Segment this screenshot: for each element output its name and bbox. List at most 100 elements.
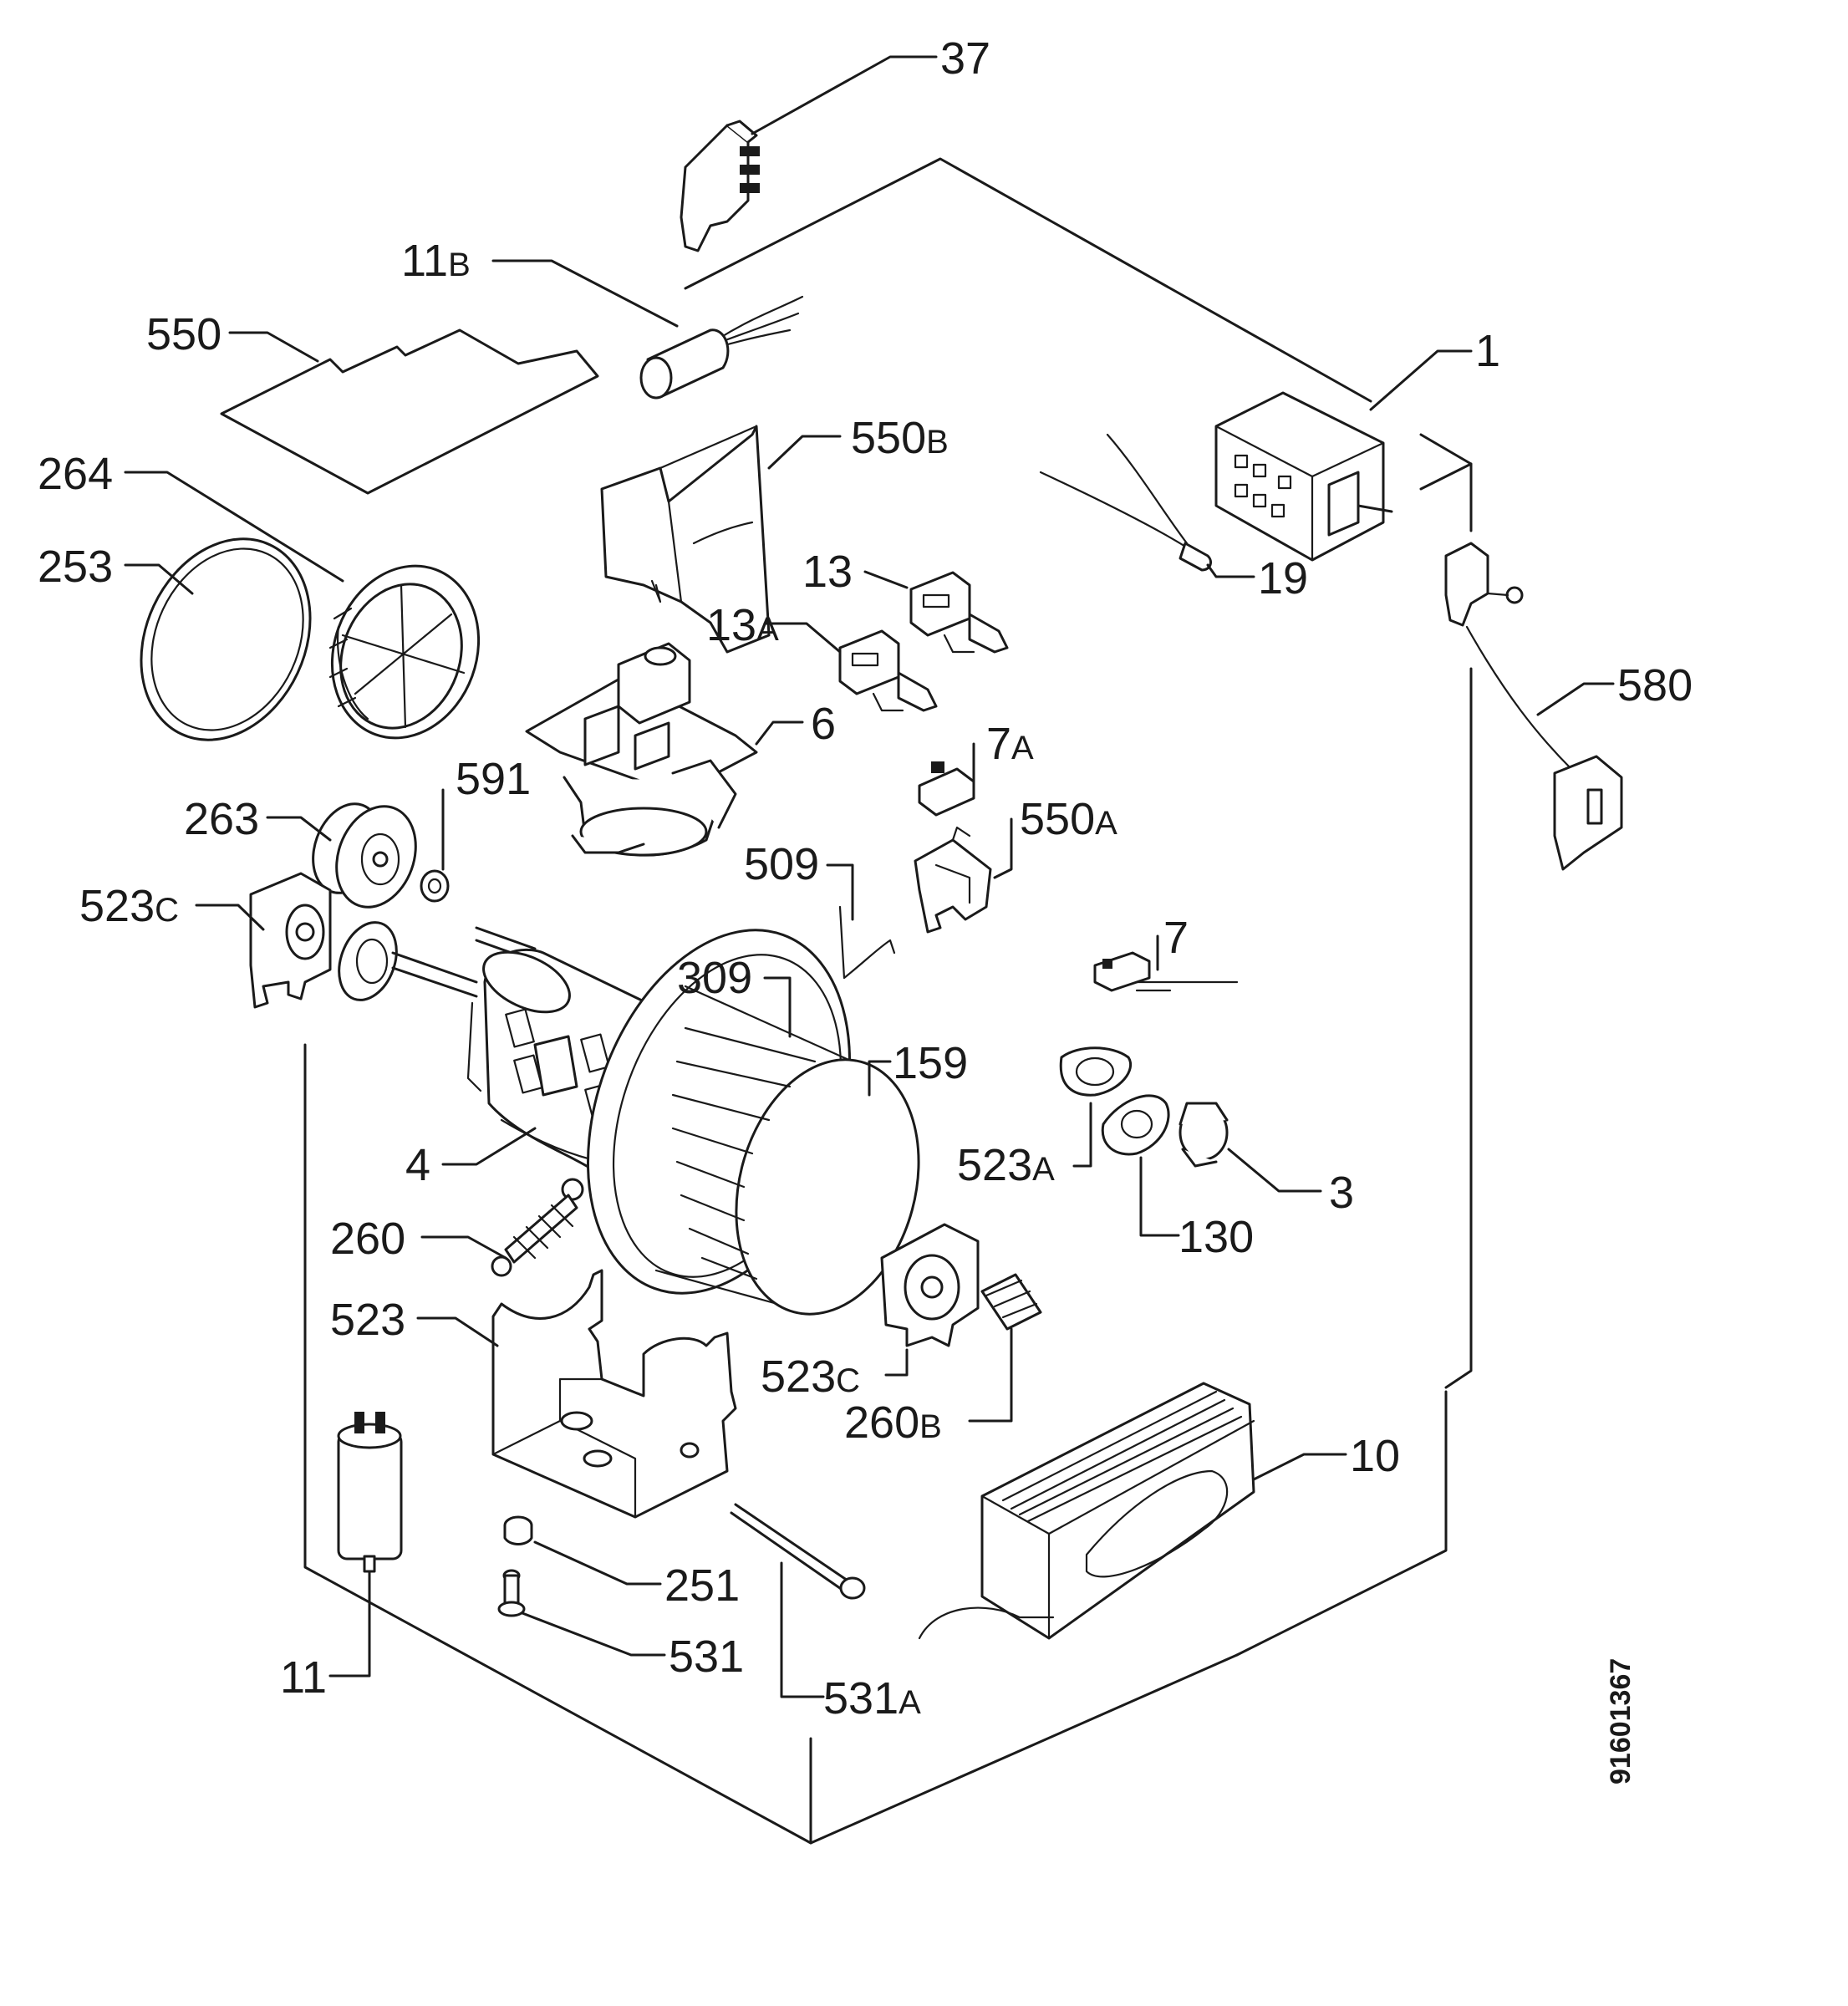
leader-251: [533, 1540, 662, 1586]
part-251-nut: [503, 1515, 533, 1545]
part-550-cover: [220, 328, 599, 495]
callout-309: 309: [677, 953, 752, 1003]
leader-550: [228, 331, 319, 363]
callout-4: 4: [405, 1140, 430, 1190]
part-264-fan-wheel: [328, 564, 481, 740]
part-159-drum: [654, 985, 920, 1316]
part-10-heater: [918, 1382, 1255, 1640]
leader-lines: [124, 55, 1615, 1698]
leader-13a: [763, 622, 842, 654]
callout-159: 159: [893, 1038, 968, 1088]
part-550a-holder: [914, 826, 992, 934]
callout-264: 264: [38, 449, 113, 499]
callout-130: 130: [1179, 1212, 1254, 1262]
part-591-washer: [420, 869, 450, 903]
callout-253: 253: [38, 542, 113, 592]
part-523c-bearing-left: [249, 872, 332, 1009]
callout-260: 260: [330, 1214, 405, 1264]
leader-523c-right: [884, 1348, 909, 1377]
cabinet-outline: [303, 157, 1473, 1845]
leader-130: [1139, 1156, 1180, 1237]
leader-4: [441, 1127, 537, 1166]
part-523a-clip: [1059, 1046, 1132, 1097]
part-263-pulley: [312, 802, 417, 909]
callout-550: 550: [146, 309, 221, 359]
callout-263: 263: [184, 794, 259, 844]
callout-3: 3: [1329, 1168, 1354, 1218]
leader-531a: [780, 1561, 825, 1698]
callout-labels: 37 11B 550 1 264 550B 253 13 19 13A 580 …: [38, 33, 1693, 1723]
callout-251: 251: [664, 1561, 740, 1611]
callout-10: 10: [1350, 1431, 1400, 1481]
leader-523: [416, 1316, 499, 1347]
part-11-capacitor: [337, 1412, 403, 1573]
callout-13a: 13A: [706, 600, 779, 650]
callout-523a: 523A: [957, 1140, 1055, 1190]
part-19-sensor: [1039, 433, 1212, 572]
part-523-motor-cradle: [491, 1269, 737, 1519]
callout-531: 531: [669, 1632, 744, 1682]
part-13-connector: [909, 571, 1009, 654]
leader-11b: [491, 259, 679, 328]
part-531a-bolt: [730, 1503, 866, 1600]
callout-550b: 550B: [851, 413, 949, 463]
callout-7a: 7A: [986, 719, 1034, 769]
leader-509: [826, 863, 854, 921]
leader-523a: [1072, 1102, 1092, 1168]
part-580-thermostat: [1444, 542, 1623, 871]
leader-309: [763, 976, 792, 1038]
callout-550a: 550A: [1020, 794, 1117, 844]
leader-10: [1252, 1453, 1347, 1481]
part-260b-spring: [980, 1273, 1042, 1331]
callout-591: 591: [456, 754, 531, 804]
part-7a-switch: [918, 761, 975, 817]
leader-1: [1369, 349, 1473, 411]
leader-580: [1536, 682, 1615, 716]
callout-6: 6: [811, 699, 836, 749]
leader-531: [521, 1611, 666, 1657]
leader-260: [420, 1235, 507, 1260]
callout-523c-right: 523C: [761, 1352, 860, 1402]
leader-253: [124, 563, 194, 595]
leader-550a: [993, 817, 1013, 879]
callout-260b: 260B: [844, 1398, 942, 1448]
callout-523c-left: 523C: [79, 881, 179, 931]
callout-523: 523: [330, 1295, 405, 1345]
part-531-screw: [497, 1569, 526, 1617]
part-37-bracket: [680, 120, 760, 252]
part-253-belt: [140, 537, 312, 741]
part-3-bearing: [1179, 1102, 1229, 1168]
callout-7: 7: [1163, 913, 1189, 963]
leader-523c-left: [195, 904, 265, 931]
part-13a-connector: [838, 629, 938, 712]
leader-260b: [968, 1327, 1013, 1423]
leader-6: [755, 720, 804, 746]
part-550b-duct: [600, 425, 771, 654]
callout-19: 19: [1258, 553, 1308, 603]
leader-11: [328, 1570, 371, 1678]
leader-159: [868, 1060, 892, 1097]
leader-19: [1206, 563, 1255, 578]
callout-580: 580: [1617, 660, 1693, 710]
part-6-pump: [525, 642, 758, 857]
leader-13: [863, 570, 909, 589]
callout-37: 37: [940, 33, 990, 84]
leader-37: [751, 55, 938, 135]
part-260-spring: [491, 1178, 584, 1277]
callout-11: 11: [280, 1652, 327, 1703]
part-motor-shaft: [338, 921, 537, 1001]
leader-263: [266, 816, 332, 842]
leader-550b: [767, 435, 842, 470]
document-number: 91601367: [1605, 1658, 1637, 1785]
part-7-microswitch: [1093, 951, 1239, 992]
callout-13: 13: [802, 547, 853, 597]
callout-531a: 531A: [823, 1673, 921, 1723]
part-1-timer: [1214, 391, 1393, 562]
part-130-seal: [1101, 1094, 1170, 1156]
callout-1: 1: [1475, 326, 1500, 376]
callout-11b: 11B: [401, 236, 471, 286]
leader-3: [1227, 1148, 1322, 1193]
callout-509: 509: [744, 839, 819, 889]
leader-264: [124, 471, 344, 583]
